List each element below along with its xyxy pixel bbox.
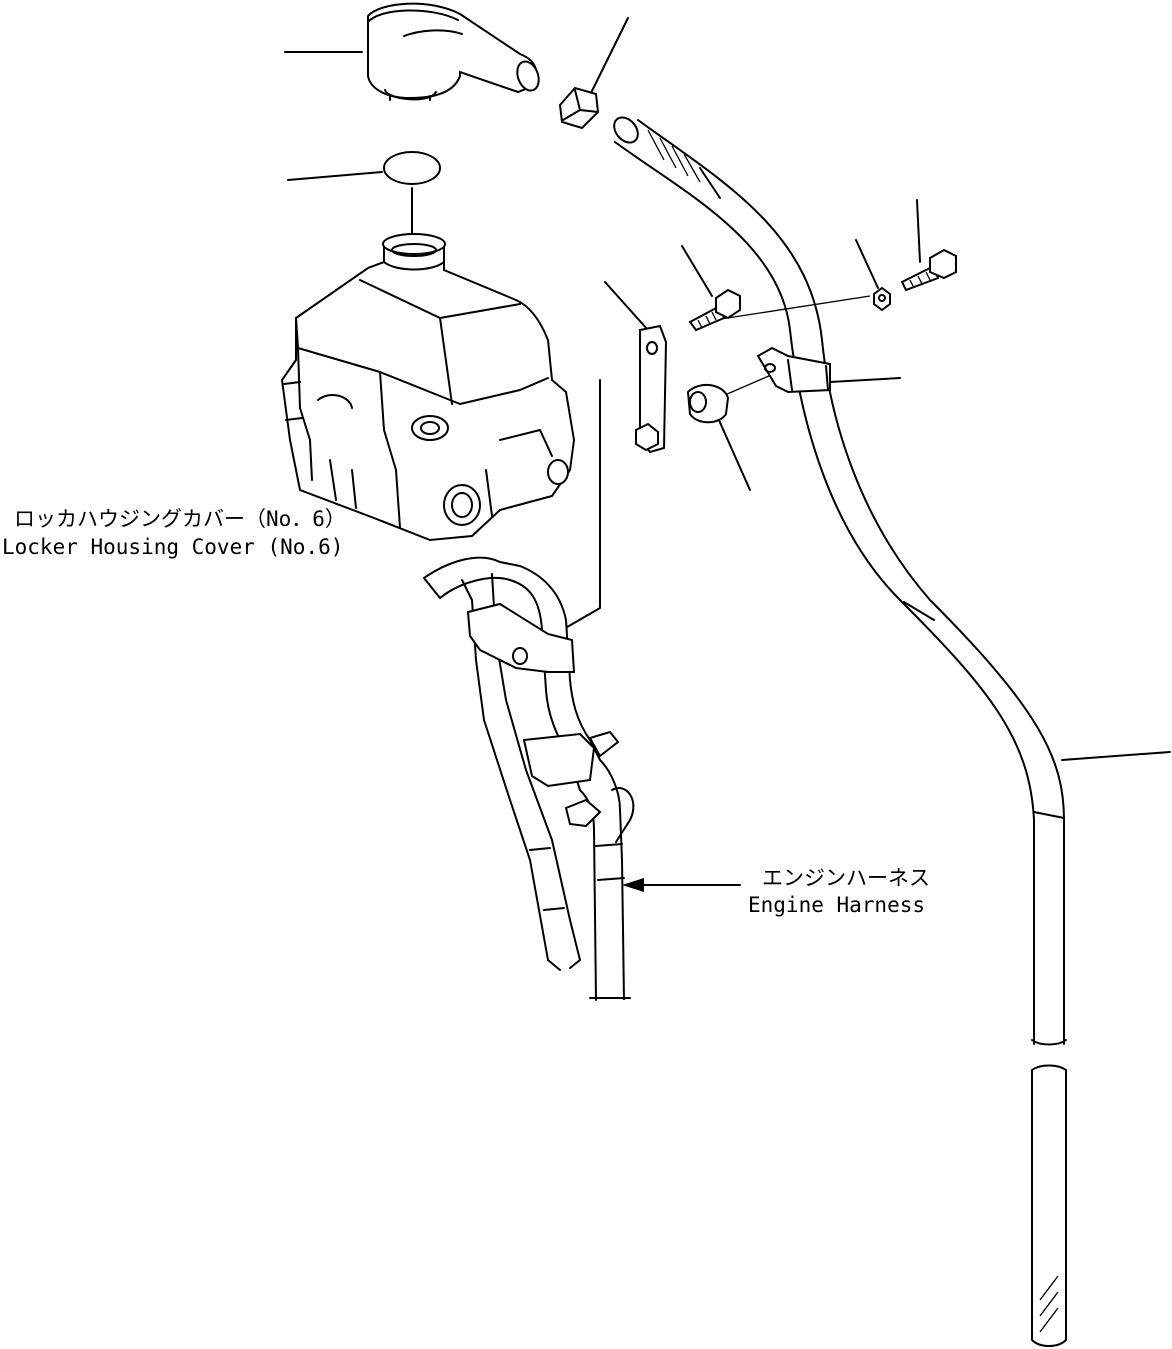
rocker-housing-cover [280, 233, 576, 542]
engine-harness [423, 556, 635, 1001]
oil-filler-cap [367, 2, 540, 101]
engine-harness-label-jp: エンジンハーネス [762, 866, 930, 890]
bolt-right [900, 248, 957, 292]
bolt-center [688, 288, 741, 332]
washer [873, 286, 891, 312]
leader-lines [284, 17, 1171, 761]
o-ring [383, 151, 441, 185]
locker-housing-cover-label-en: Locker Housing Cover (No.6) [2, 535, 344, 559]
nut [558, 86, 600, 130]
tube-clamp [756, 346, 831, 394]
harness-arrow [622, 878, 741, 892]
dipstick-tube [613, 116, 1067, 1347]
bracket [635, 324, 668, 454]
engine-harness-label-en: Engine Harness [748, 893, 926, 917]
spacer [686, 383, 730, 424]
locker-housing-cover-label-jp: ロッカハウジングカバー（No．6） [14, 507, 346, 531]
